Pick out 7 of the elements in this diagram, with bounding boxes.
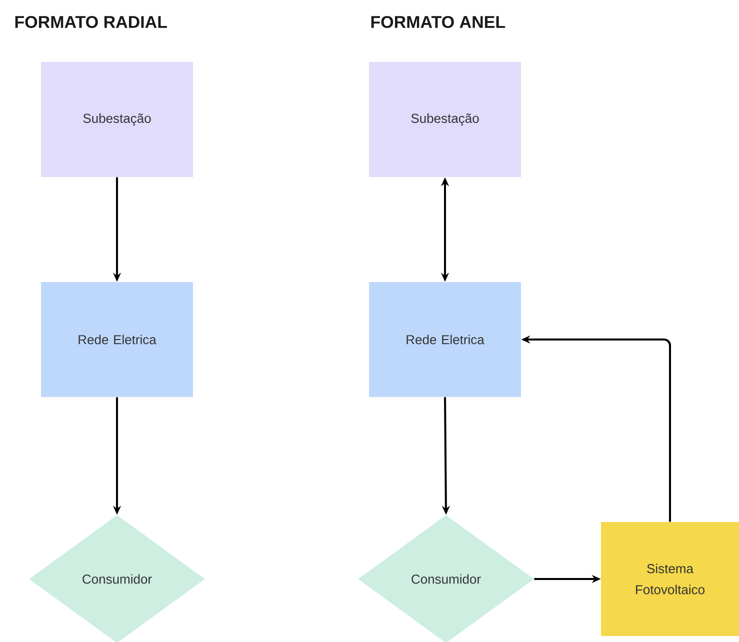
process-box: Subestação bbox=[41, 62, 193, 177]
process-box: Sistema Fotovoltaico bbox=[601, 522, 739, 636]
panel-heading: FORMATO RADIAL bbox=[15, 16, 167, 28]
process-box: Rede Eletrica bbox=[41, 282, 193, 397]
panel-heading: FORMATO ANEL bbox=[371, 16, 506, 28]
process-box: Subestação bbox=[369, 62, 521, 177]
process-box: Rede Eletrica bbox=[369, 282, 521, 397]
